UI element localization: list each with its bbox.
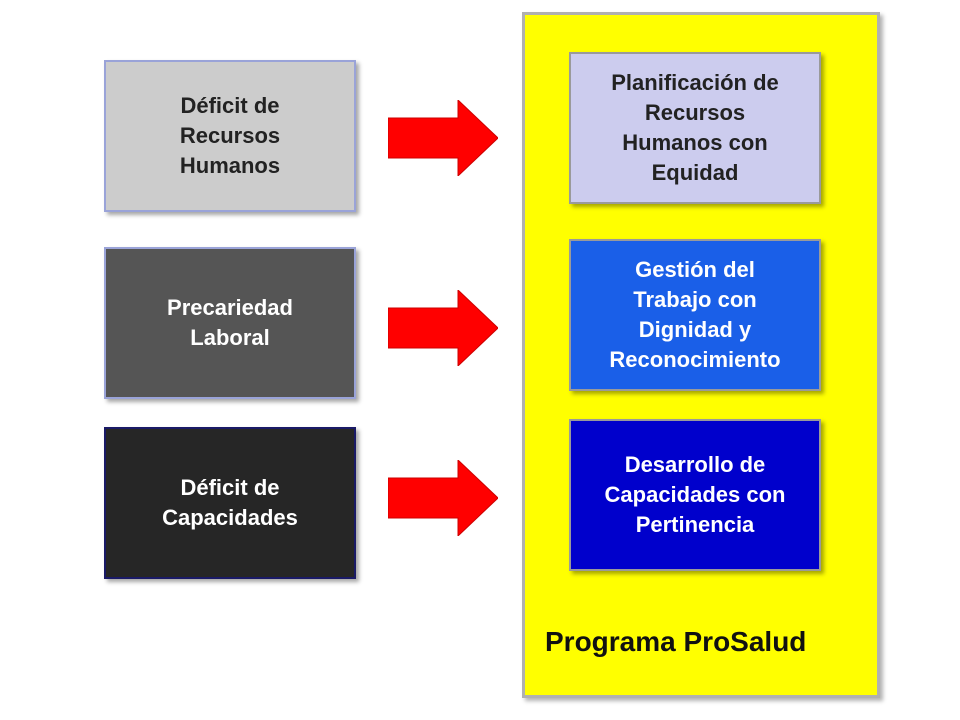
problem-box-deficit-capacidades: Déficit de Capacidades xyxy=(104,427,356,579)
program-title: Programa ProSalud xyxy=(545,626,807,657)
right-arrow-icon xyxy=(388,460,498,536)
strategy-box-gestion: Gestión del Trabajo con Dignidad y Recon… xyxy=(569,239,821,391)
right-arrow-icon xyxy=(388,100,498,176)
strategy-box-planificacion: Planificación de Recursos Humanos con Eq… xyxy=(569,52,821,204)
problem-box-deficit-recursos-humanos: Déficit de Recursos Humanos xyxy=(104,60,356,212)
problem-box-precariedad-laboral: Precariedad Laboral xyxy=(104,247,356,399)
strategy-box-desarrollo: Desarrollo de Capacidades con Pertinenci… xyxy=(569,419,821,571)
right-arrow-icon xyxy=(388,290,498,366)
